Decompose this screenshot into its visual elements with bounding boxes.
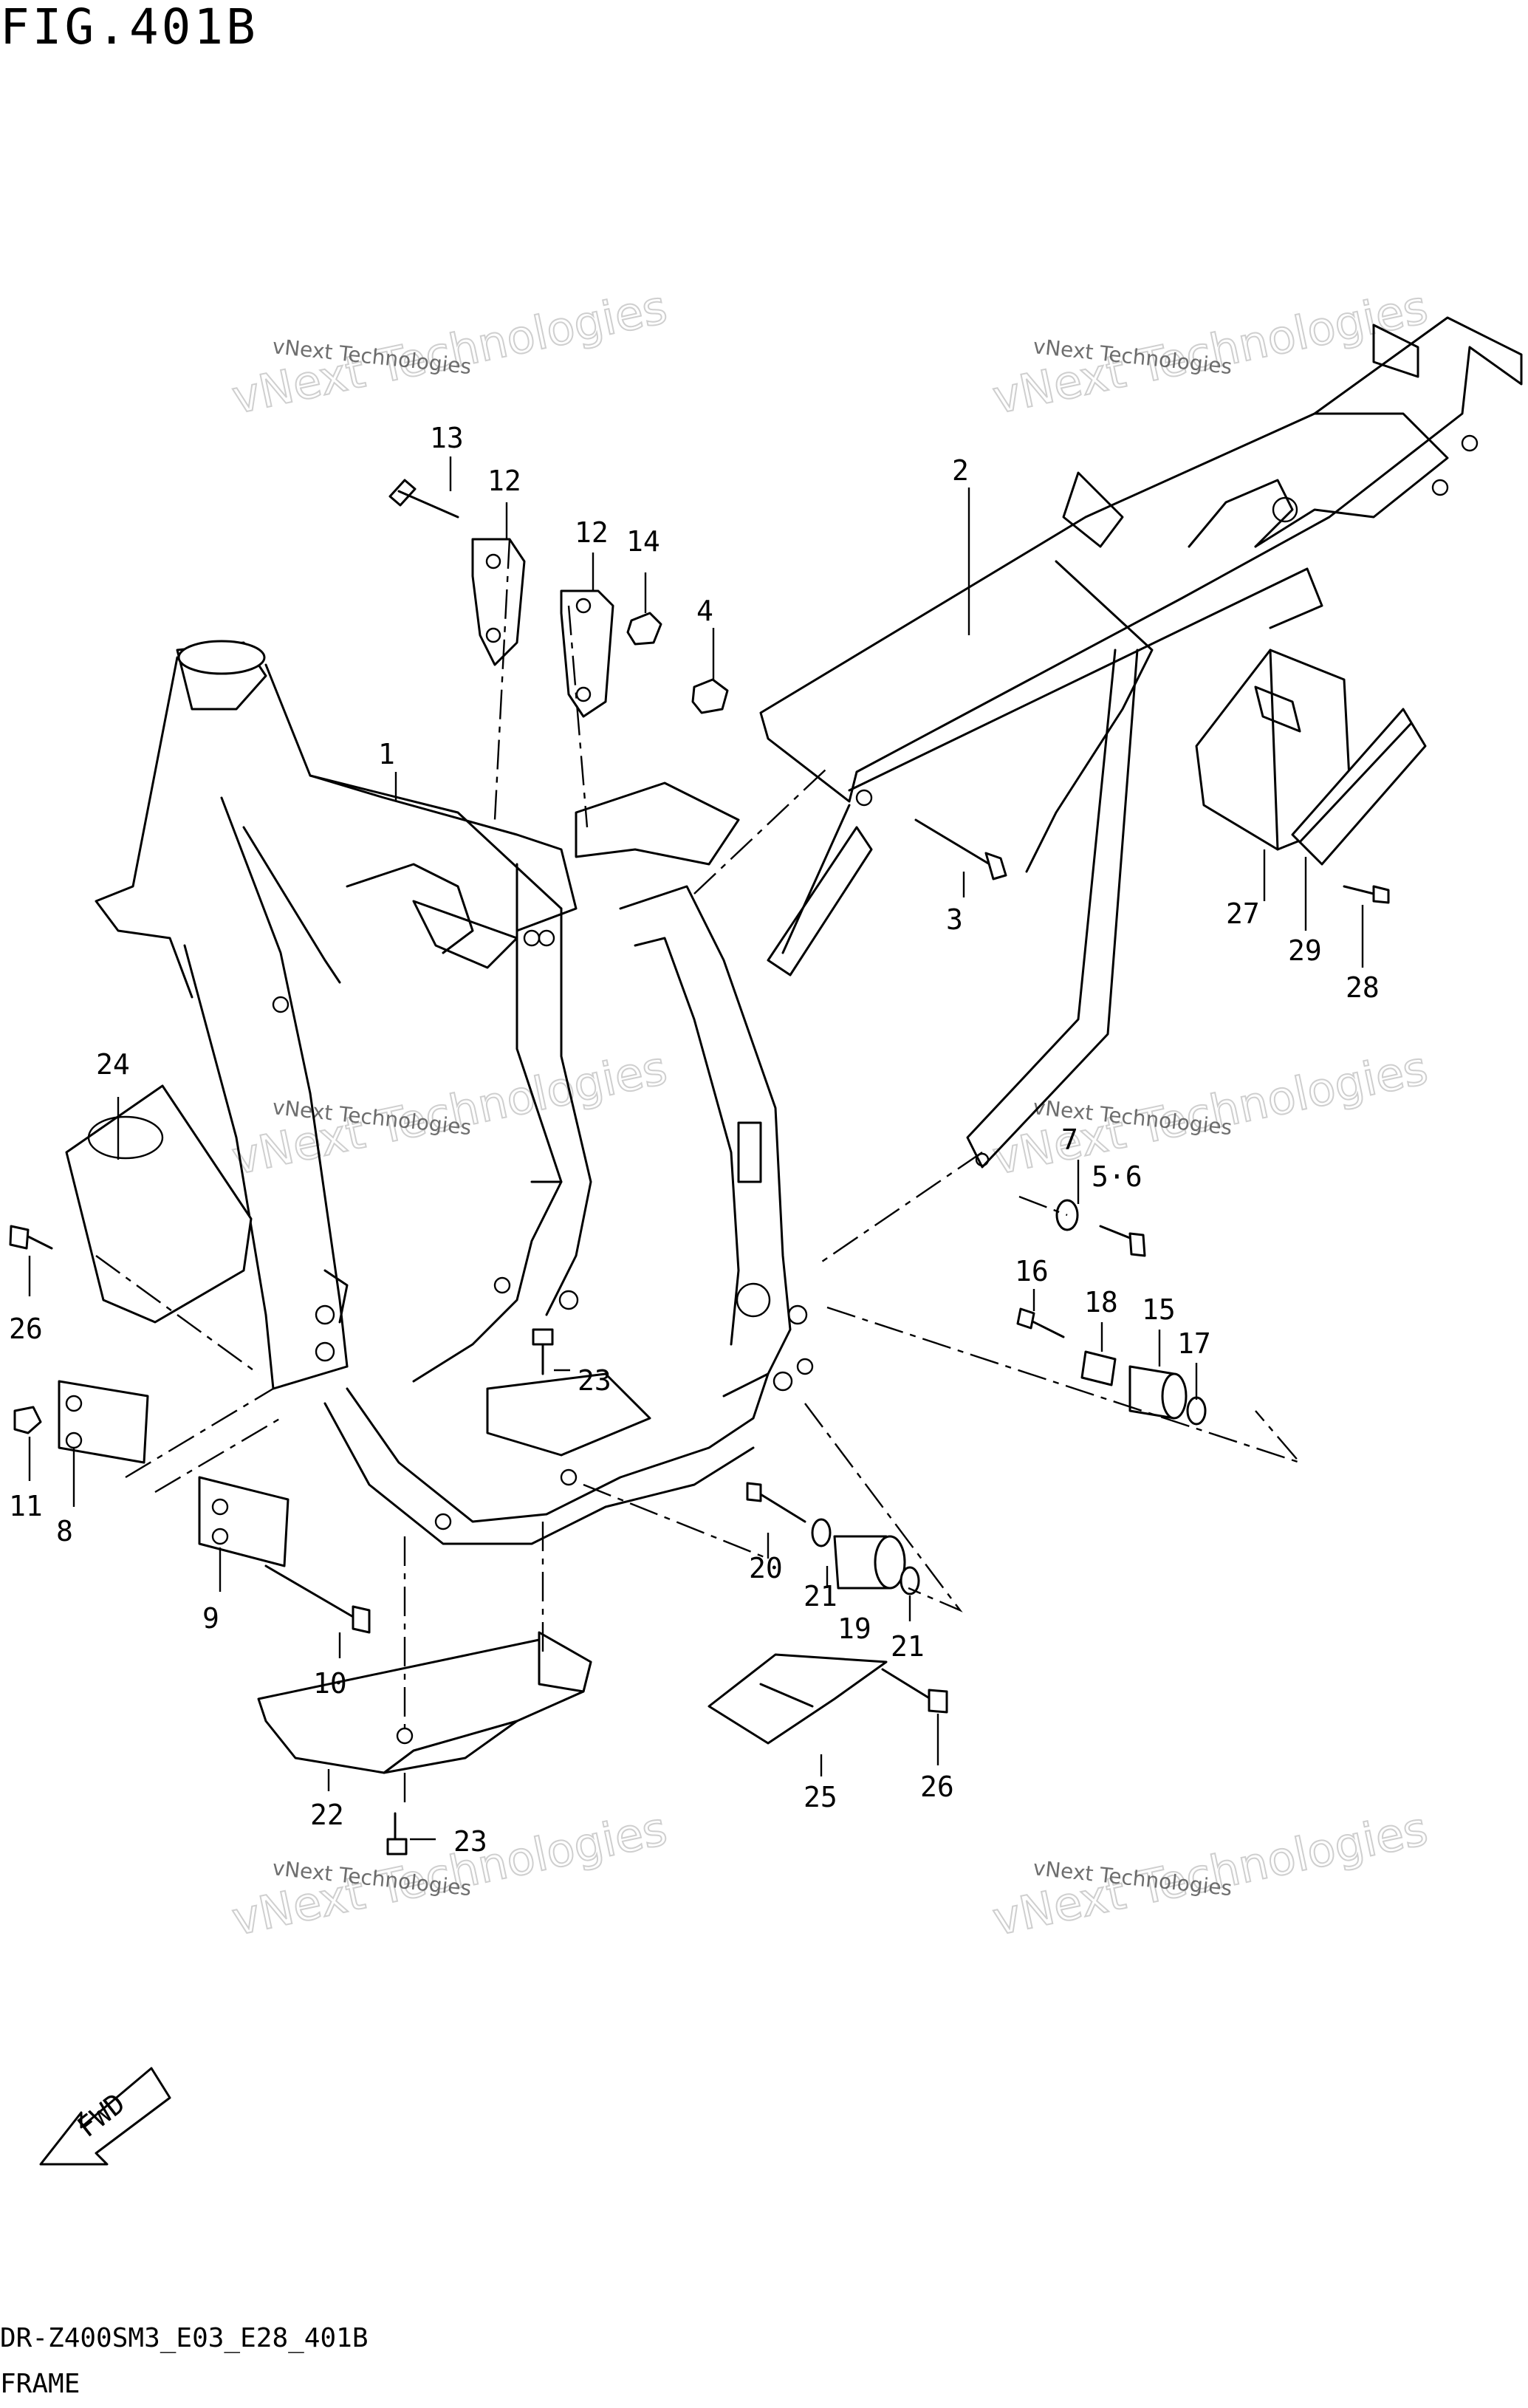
section-name: FRAME [0,2369,80,2399]
callout-11: 11 [9,1490,43,1522]
callout-26-right: 26 [920,1771,954,1803]
watermark-top-left: vNext Technologies vNext Technologies [227,279,672,425]
callout-18: 18 [1084,1286,1118,1318]
callout-23-lower: 23 [453,1825,487,1858]
callout-12-right: 12 [575,516,609,549]
callout-21-right: 21 [891,1630,925,1663]
figure-title: FIG.401B [0,0,258,55]
watermark-mid-left: vNext Technologies vNext Technologies [227,1040,672,1186]
watermark-mid-right: vNext Technologies vNext Technologies [987,1040,1433,1186]
watermark-top-right: vNext Technologies vNext Technologies [987,279,1433,425]
callout-20: 20 [749,1552,783,1584]
callout-8: 8 [56,1515,73,1547]
callout-labels: 1 2 3 4 5·6 7 8 9 10 11 12 12 13 14 15 1… [9,422,1380,1858]
callout-28: 28 [1346,971,1380,1004]
callout-2: 2 [952,454,969,487]
callout-10: 10 [313,1667,347,1700]
callout-23-upper: 23 [578,1364,611,1397]
callout-24: 24 [96,1048,130,1081]
model-code: DR-Z400SM3_E03_E28_401B [0,2323,369,2353]
callout-25: 25 [804,1781,837,1813]
callout-14: 14 [626,525,660,558]
callout-9: 9 [202,1602,219,1635]
callout-16: 16 [1015,1255,1049,1287]
leader-lines [28,456,1364,1841]
callout-19: 19 [837,1612,871,1645]
callout-22: 22 [310,1799,344,1831]
callout-15: 15 [1142,1293,1176,1326]
callout-1: 1 [378,738,395,770]
watermark-bottom-right: vNext Technologies vNext Technologies [987,1801,1433,1947]
callout-21-left: 21 [804,1580,837,1612]
callout-3: 3 [946,903,963,936]
callout-27: 27 [1226,897,1260,930]
watermark-bottom-left: vNext Technologies vNext Technologies [227,1801,672,1947]
callout-29: 29 [1288,934,1322,967]
small-parts-drawing [9,479,1427,1855]
rear-subframe-drawing [759,316,1523,1169]
callout-5-6: 5·6 [1092,1160,1142,1193]
main-frame-drawing [95,640,814,1545]
callout-26-left: 26 [9,1313,43,1345]
fwd-arrow-icon: FWD [39,2067,171,2166]
callout-4: 4 [696,595,713,627]
callout-17: 17 [1177,1327,1211,1360]
callout-7: 7 [1061,1123,1078,1156]
callout-13: 13 [430,422,464,454]
callout-12-left: 12 [487,465,521,497]
